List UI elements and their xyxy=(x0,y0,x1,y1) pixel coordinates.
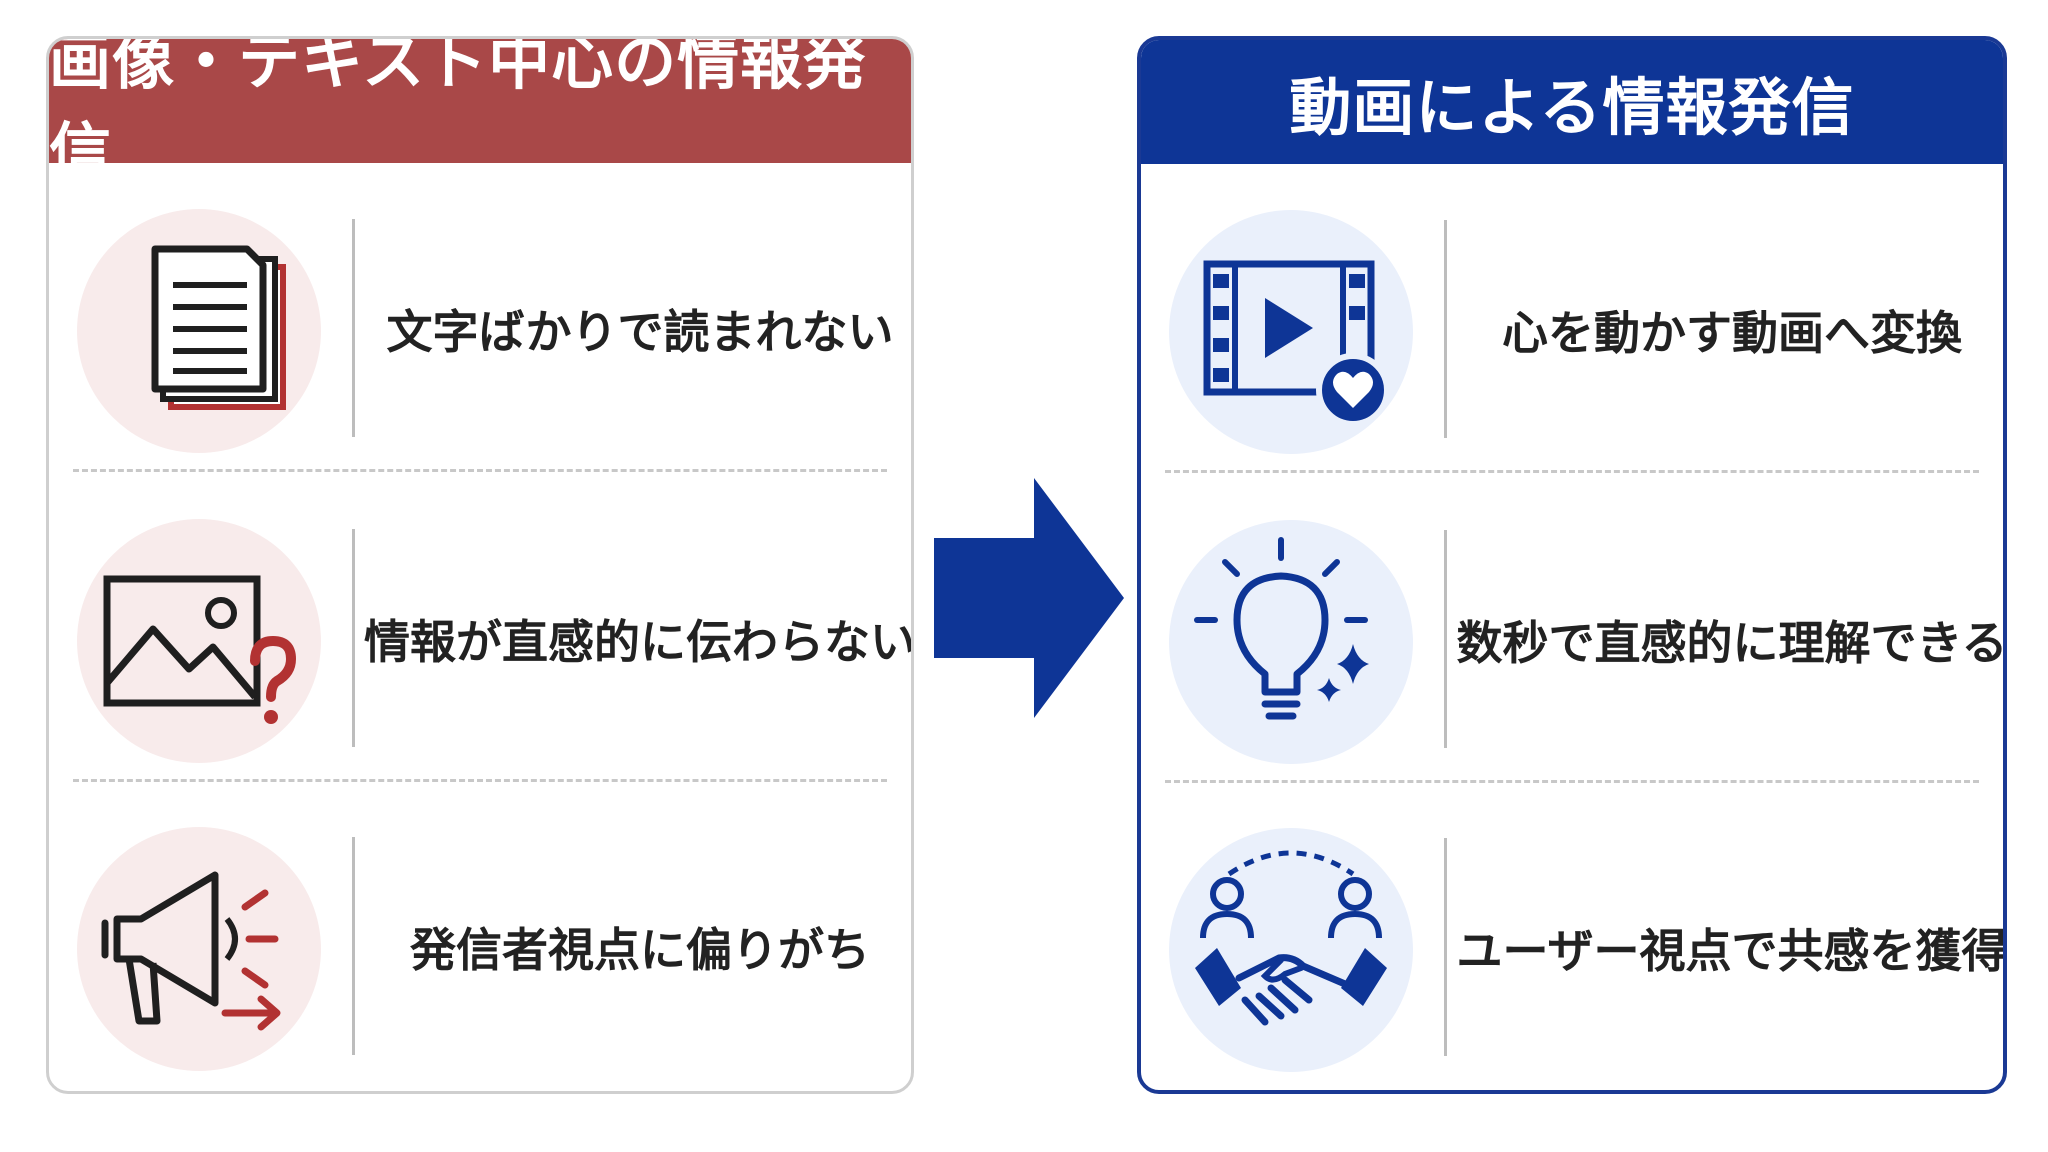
left-item-megaphone: 発信者視点に偏りがち xyxy=(49,787,911,1091)
right-panel: 動画による情報発信 心を動かす動画へ変換 xyxy=(1137,36,2007,1094)
left-item-text: 情報が直感的に伝わらない xyxy=(364,615,914,669)
right-item-video: 心を動かす動画へ変換 xyxy=(1141,170,2003,480)
divider xyxy=(1444,220,1447,438)
documents-icon xyxy=(77,209,321,453)
divider xyxy=(352,219,355,437)
divider xyxy=(1444,838,1447,1056)
left-item-text: 文字ばかりで読まれない xyxy=(386,305,894,359)
divider xyxy=(1444,530,1447,748)
right-arrow-icon xyxy=(934,478,1124,718)
right-item-handshake: ユーザー視点で共感を獲得 xyxy=(1141,788,2007,1090)
right-panel-title: 動画による情報発信 xyxy=(1141,40,2003,164)
right-item-lightbulb: 数秒で直感的に理解できる xyxy=(1141,480,2003,790)
left-item-text: 発信者視点に偏りがち xyxy=(410,923,870,977)
divider xyxy=(352,529,355,747)
handshake-users-icon xyxy=(1169,828,1413,1072)
lightbulb-icon xyxy=(1169,520,1413,764)
row-separator xyxy=(1165,780,1979,783)
row-separator xyxy=(73,469,887,472)
image-question-icon xyxy=(77,519,321,763)
row-separator xyxy=(1165,470,1979,473)
row-separator xyxy=(73,779,887,782)
left-item-documents: 文字ばかりで読まれない xyxy=(49,169,911,479)
left-item-image: 情報が直感的に伝わらない xyxy=(49,479,911,789)
left-panel-title: 画像・テキスト中心の情報発信 xyxy=(49,39,911,188)
video-heart-icon xyxy=(1169,210,1413,454)
right-item-text: 数秒で直感的に理解できる xyxy=(1456,616,2007,670)
right-item-text: ユーザー視点で共感を獲得 xyxy=(1456,924,2007,978)
divider xyxy=(352,837,355,1055)
megaphone-icon xyxy=(77,827,321,1071)
left-panel: 画像・テキスト中心の情報発信 文字ばかりで読まれない xyxy=(46,36,914,1094)
right-item-text: 心を動かす動画へ変換 xyxy=(1502,306,1962,360)
